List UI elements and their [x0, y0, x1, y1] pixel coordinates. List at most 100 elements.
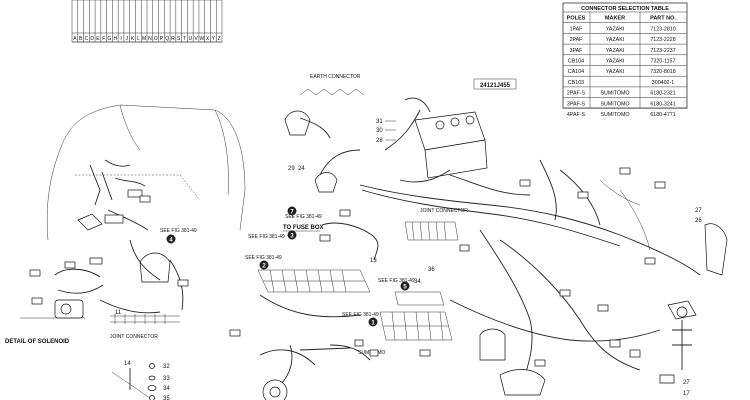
- table-cell: 3PAF-S: [567, 101, 586, 107]
- header-column-label: A: [73, 36, 77, 42]
- table-cell: 7123-2810: [650, 26, 675, 32]
- part-number-14: 14: [124, 361, 131, 367]
- part-number-33: 33: [163, 376, 170, 382]
- header-column-label: Z: [218, 36, 221, 42]
- table-cell: 7123-2228: [650, 37, 675, 43]
- table-cell: 7320-8018: [650, 69, 675, 75]
- see-fig-label-3: SEE FIG 381-49: [248, 234, 285, 240]
- solenoid-detail: DETAIL OF SOLENOID: [5, 268, 104, 345]
- part-number-27b: 27: [683, 380, 690, 386]
- battery-block: [384, 97, 531, 196]
- table-cell: 1PAF: [570, 26, 584, 32]
- see-fig-label-5: SEE FIG 381-49: [378, 278, 415, 284]
- table-cell: 6180-4771: [650, 112, 675, 118]
- callout-number-4: 4: [169, 238, 173, 244]
- header-column-label: W: [199, 36, 204, 42]
- header-column-label: T: [183, 36, 186, 42]
- header-column-label: P: [160, 36, 164, 42]
- callout-number-2: 2: [262, 264, 266, 270]
- table-cell: YAZAKI: [606, 59, 624, 65]
- part-number-34b: 34: [414, 279, 421, 285]
- header-column-label: C: [85, 36, 89, 42]
- table-cell: SUMITOMO: [600, 112, 629, 118]
- header-column-label: O: [154, 36, 158, 42]
- table-cell: SUMITOMO: [600, 101, 629, 107]
- callout-3-area: SEE FIG 381-49 3: [248, 230, 297, 240]
- table-cell: CA104: [568, 69, 584, 75]
- right-components: 27 26 27 17: [479, 208, 728, 397]
- callout-4: SEE FIG 381-49 4: [160, 228, 197, 244]
- callout-number-5: 5: [403, 285, 407, 291]
- fuse-box-area: SEE FIG 381-49 7 TO FUSE BOX: [283, 206, 379, 261]
- table-cell: 300402-1: [652, 80, 674, 86]
- part-number-24: 24: [298, 166, 305, 172]
- header-column-label: L: [137, 36, 140, 42]
- part-number-26: 26: [695, 218, 702, 224]
- table-header-cell: PART NO.: [650, 16, 676, 22]
- header-column-label: I: [120, 36, 121, 42]
- header-column-label: G: [108, 36, 112, 42]
- header-column-label: N: [148, 36, 152, 42]
- joint-connector-label-2: JOINT CONNECTOR: [420, 208, 468, 214]
- joint-connector-center: JOINT CONNECTOR 13: [370, 208, 468, 264]
- header-column-label: U: [188, 36, 192, 42]
- earth-connector-area: EARTH CONNECTOR: [284, 74, 365, 139]
- table-cell: 6180-2321: [650, 91, 675, 97]
- lower-harness: [259, 339, 379, 400]
- table-cell: YAZAKI: [606, 37, 624, 43]
- header-column-label: Q: [165, 36, 169, 42]
- table-cell: YAZAKI: [606, 26, 624, 32]
- earth-connector-label: EARTH CONNECTOR: [310, 74, 361, 80]
- header-column-label: D: [90, 36, 94, 42]
- callout-number-3: 3: [290, 234, 294, 240]
- table-cell: 7123-2237: [650, 48, 675, 54]
- table-cell: CB103: [568, 80, 584, 86]
- table-title: CONNECTOR SELECTION TABLE: [581, 6, 669, 12]
- part-number-35: 35: [163, 396, 170, 400]
- table-cell: 2PAF-S: [567, 91, 586, 97]
- header-column-label: E: [96, 36, 100, 42]
- see-fig-label-4: SEE FIG 381-49: [160, 228, 197, 234]
- drawing-number-text: 24121J455: [480, 83, 511, 89]
- part-number-36: 36: [428, 267, 435, 273]
- part-number-17: 17: [683, 391, 690, 397]
- header-column-label: J: [126, 36, 129, 42]
- detail-solenoid-label: DETAIL OF SOLENOID: [5, 339, 70, 345]
- part-number-13: 13: [370, 258, 377, 264]
- see-fig-label-2: SEE FIG 381-49: [245, 255, 282, 261]
- header-column-label: S: [177, 36, 181, 42]
- small-connectors: [64, 167, 666, 367]
- header-column-label: F: [102, 36, 105, 42]
- table-cell: 2PAF: [570, 37, 584, 43]
- joint-connector-label-1: JOINT CONNECTOR: [110, 334, 158, 340]
- table-cell: YAZAKI: [606, 48, 624, 54]
- callout-number-1: 1: [371, 321, 375, 327]
- main-harness: [359, 159, 701, 376]
- callout-1-area: SEE FIG 381-49 1 SUMITOMO: [342, 311, 453, 356]
- part-number-29: 29: [288, 166, 295, 172]
- header-column-label: Y: [212, 36, 216, 42]
- header-column-label: R: [171, 36, 175, 42]
- part-number-28: 28: [376, 138, 383, 144]
- part-number-31: 31: [376, 119, 383, 125]
- bolt-parts: 14 32 33 34 35: [111, 361, 170, 400]
- callout-2-area: SEE FIG 381-49 2: [245, 255, 371, 318]
- callout-5-area: SEE FIG 381-49 5 34 36: [378, 267, 445, 306]
- header-column-label: H: [113, 36, 117, 42]
- table-header-cell: POLES: [567, 16, 586, 22]
- part-number-27a: 27: [695, 208, 702, 214]
- table-cell: SUMITOMO: [600, 91, 629, 97]
- part-number-32: 32: [163, 364, 170, 370]
- cab-outline: [46, 104, 246, 241]
- table-cell: 4PAF-S: [567, 112, 586, 118]
- table-cell: 6180-3241: [650, 101, 675, 107]
- drawing-number: 24121J455: [473, 78, 517, 90]
- part-number-30: 30: [376, 128, 383, 134]
- table-cell: CB104: [568, 59, 584, 65]
- header-column-label: V: [194, 36, 198, 42]
- see-fig-label-1: SEE FIG 381-49: [342, 312, 379, 318]
- part-number-11: 11: [115, 310, 122, 316]
